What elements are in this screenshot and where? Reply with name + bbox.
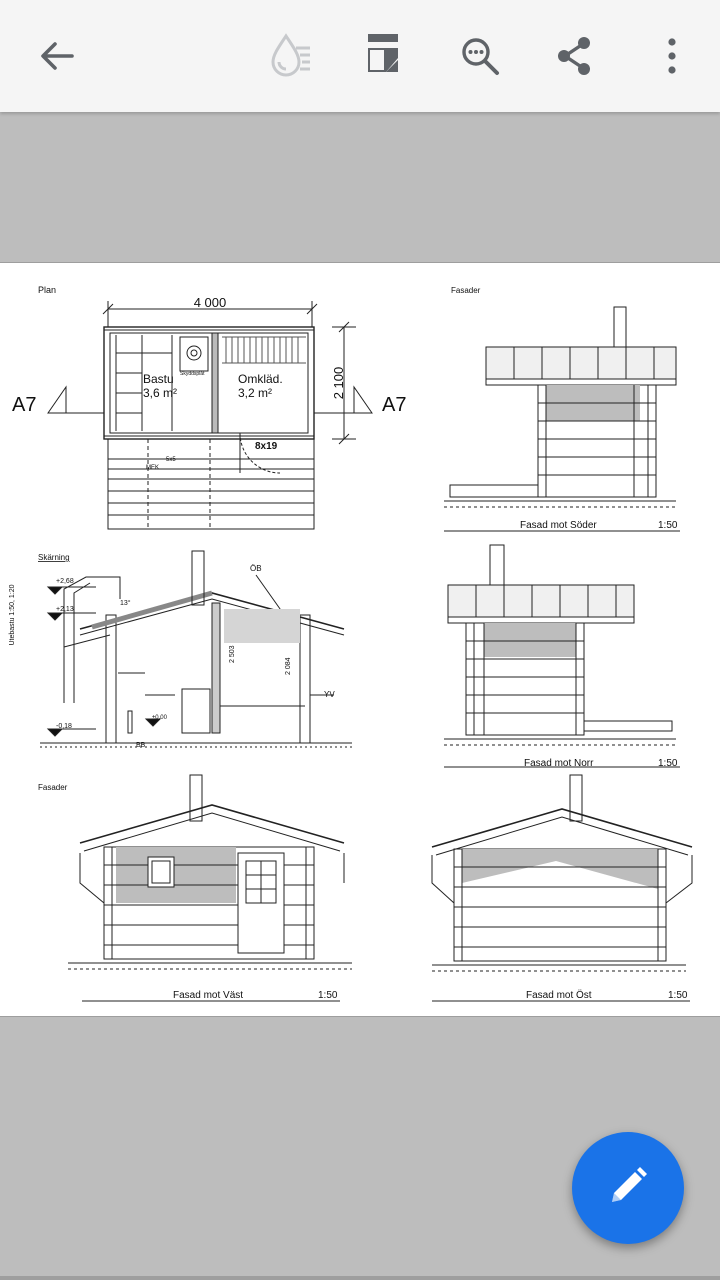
section-marker-right: A7 [382, 394, 406, 416]
room-omklad-area: 3,2 m² [238, 386, 272, 400]
fasader-title-top: Fasader [451, 286, 481, 295]
side-note: Utebastu 1:50, 1:20 [9, 584, 16, 645]
room-omklad-name: Omkläd. [238, 372, 283, 386]
reflow-icon [364, 32, 404, 80]
architectural-drawing: Plan 4 000 2 100 A7 A7 Bastu 3,6 m² Skyd… [9, 285, 693, 1002]
label-bb: BB [136, 742, 146, 749]
facade-north-title: Fasad mot Norr [524, 758, 594, 769]
facade-south [444, 306, 680, 532]
door-size: 8x19 [255, 441, 278, 452]
level-000: ±0,00 [152, 715, 168, 721]
ink-toggle-button[interactable] [260, 26, 320, 86]
section-title: Skärning [38, 553, 70, 562]
top-app-bar [0, 0, 720, 112]
level-268: +2,68 [56, 578, 74, 585]
share-icon [553, 35, 595, 77]
dim-depth: 2 100 [331, 367, 346, 400]
facade-east-title: Fasad mot Öst [526, 989, 592, 1001]
share-button[interactable] [544, 26, 604, 86]
document-page[interactable]: Plan 4 000 2 100 A7 A7 Bastu 3,6 m² Skyd… [0, 262, 720, 1017]
height-2084: 2 084 [285, 657, 292, 675]
more-options-button[interactable] [642, 26, 702, 86]
ink-drop-icon [264, 30, 316, 82]
fasader-title-left: Fasader [38, 783, 68, 792]
facade-south-scale: 1:50 [658, 520, 678, 531]
roof-angle: 13° [120, 599, 131, 607]
back-button[interactable] [26, 26, 86, 86]
plan-title: Plan [38, 285, 56, 295]
section-marker-left: A7 [12, 394, 36, 416]
back-arrow-icon [36, 36, 76, 76]
label-yv: YV [324, 690, 335, 699]
facade-north [444, 544, 680, 768]
room-bastu-name: Bastu [143, 372, 174, 386]
facade-west-title: Fasad mot Väst [173, 990, 243, 1001]
level-018: -0,18 [56, 723, 72, 730]
more-vert-icon [666, 36, 678, 76]
facade-west-scale: 1:50 [318, 990, 338, 1001]
bottom-edge [0, 1276, 720, 1280]
facade-north-scale: 1:50 [658, 758, 678, 769]
section-drawing [40, 550, 352, 748]
facade-west [68, 774, 352, 1002]
facade-east-scale: 1:50 [668, 990, 688, 1001]
level-213: +2,13 [56, 606, 74, 613]
dim-width: 4 000 [194, 295, 227, 310]
edit-fab-button[interactable] [572, 1132, 684, 1244]
deck-note-2: MEK [146, 465, 159, 471]
reflow-button[interactable] [354, 26, 414, 86]
deck-note-1: 5x5 [166, 457, 176, 463]
facade-south-title: Fasad mot Söder [520, 520, 597, 531]
label-ob: ÖB [250, 564, 262, 573]
facade-east [431, 774, 693, 1002]
floor-plan [47, 301, 373, 530]
edit-pencil-icon [606, 1164, 650, 1213]
height-2503: 2 503 [229, 645, 236, 663]
stove-label: Skyddsplåt [180, 370, 205, 377]
search-icon [459, 35, 501, 77]
search-button[interactable] [450, 26, 510, 86]
room-bastu-area: 3,6 m² [143, 386, 177, 400]
